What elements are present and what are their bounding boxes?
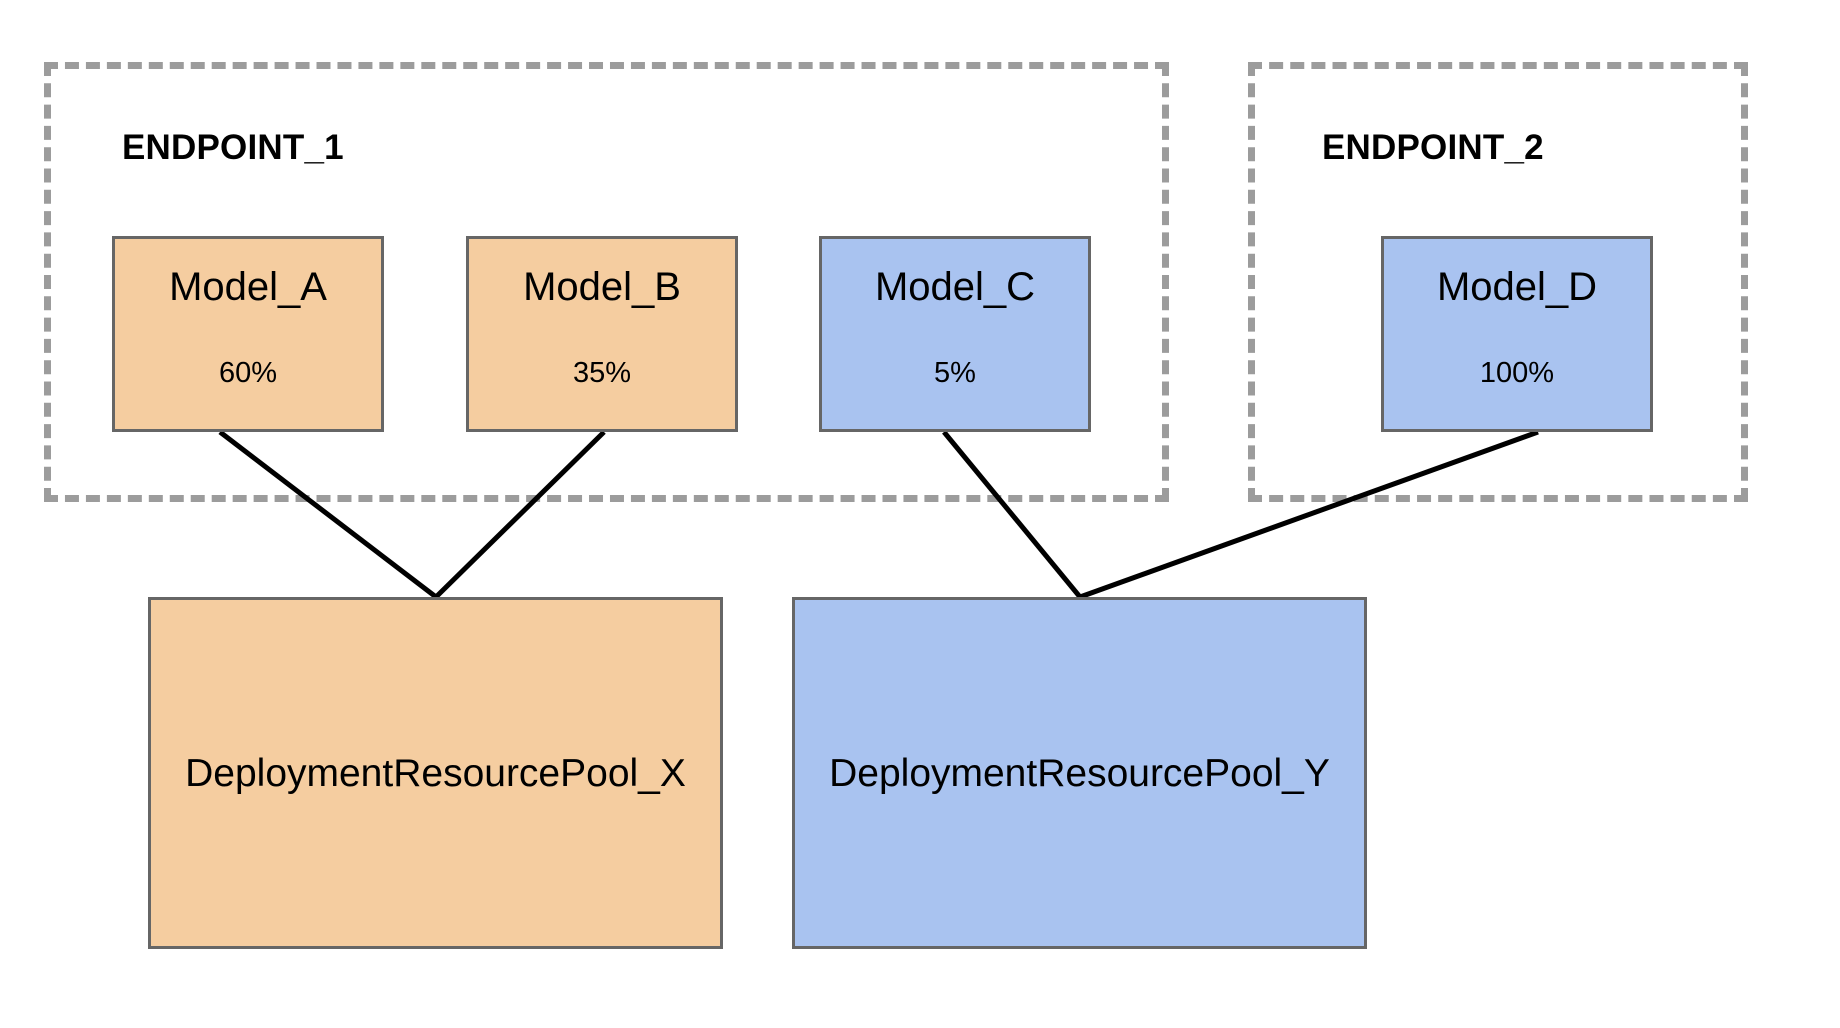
model-node-model-a[interactable]: Model_A 60% [112, 236, 384, 432]
resource-pool-name: DeploymentResourcePool_X [185, 751, 686, 795]
endpoint-group-1 [44, 62, 1169, 502]
resource-pool-name: DeploymentResourcePool_Y [829, 751, 1330, 795]
model-name: Model_B [523, 265, 681, 309]
model-name: Model_C [874, 265, 1036, 309]
endpoint-2-label: ENDPOINT_2 [1322, 128, 1544, 167]
model-name: Model_D [1436, 265, 1598, 309]
model-name: Model_A [169, 265, 327, 309]
model-node-model-d[interactable]: Model_D 100% [1381, 236, 1653, 432]
model-node-model-c[interactable]: Model_C 5% [819, 236, 1091, 432]
model-node-model-b[interactable]: Model_B 35% [466, 236, 738, 432]
model-traffic-split: 100% [1479, 357, 1555, 389]
resource-pool-node-y[interactable]: DeploymentResourcePool_Y [792, 597, 1367, 949]
model-traffic-split: 35% [572, 357, 632, 389]
model-traffic-split: 60% [218, 357, 278, 389]
model-traffic-split: 5% [934, 357, 976, 389]
endpoint-1-label: ENDPOINT_1 [122, 128, 344, 167]
resource-pool-node-x[interactable]: DeploymentResourcePool_X [148, 597, 723, 949]
